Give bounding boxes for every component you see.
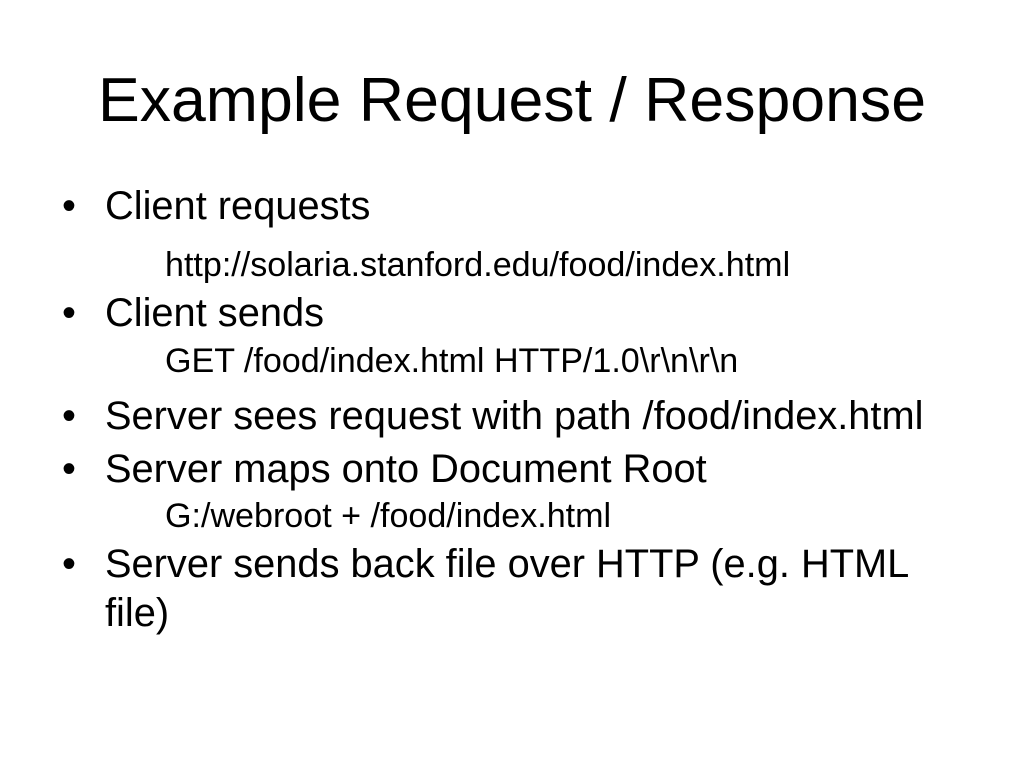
bullet-dot-icon: • [62, 184, 76, 228]
bullet-sub-line: GET /food/index.html HTTP/1.0\r\n\r\n [0, 340, 1024, 382]
bullet-sub-text: G:/webroot + /food/index.html [165, 497, 612, 535]
bullet-item: • Client sends [0, 289, 1024, 338]
bullet-sub-text: http://solaria.stanford.edu/food/index.h… [165, 246, 791, 284]
bullet-sub-text: GET /food/index.html HTTP/1.0\r\n\r\n [165, 342, 739, 380]
bullet-item: • Server maps onto Document Root [0, 445, 1024, 494]
bullet-item: • Client requests [0, 182, 1024, 231]
slide-title: Example Request / Response [97, 65, 927, 135]
bullet-dot-icon: • [62, 447, 76, 491]
bullet-label: Server maps onto Document Root [105, 447, 707, 491]
bullet-dot-icon: • [62, 394, 76, 438]
bullet-dot-icon: • [62, 542, 76, 586]
bullet-label: Client requests [105, 184, 371, 228]
bullet-dot-icon: • [62, 291, 76, 335]
bullet-label: Server sends back file over HTTP (e.g. H… [105, 542, 908, 635]
bullet-label: Server sees request with path /food/inde… [105, 394, 924, 438]
bullet-label: Client sends [105, 291, 324, 335]
bullet-sub-line: http://solaria.stanford.edu/food/index.h… [0, 244, 1024, 286]
bullet-sub-line: G:/webroot + /food/index.html [0, 495, 1024, 537]
bullet-item: • Server sees request with path /food/in… [0, 392, 1024, 441]
bullet-item: • Server sends back file over HTTP (e.g.… [0, 540, 1024, 638]
